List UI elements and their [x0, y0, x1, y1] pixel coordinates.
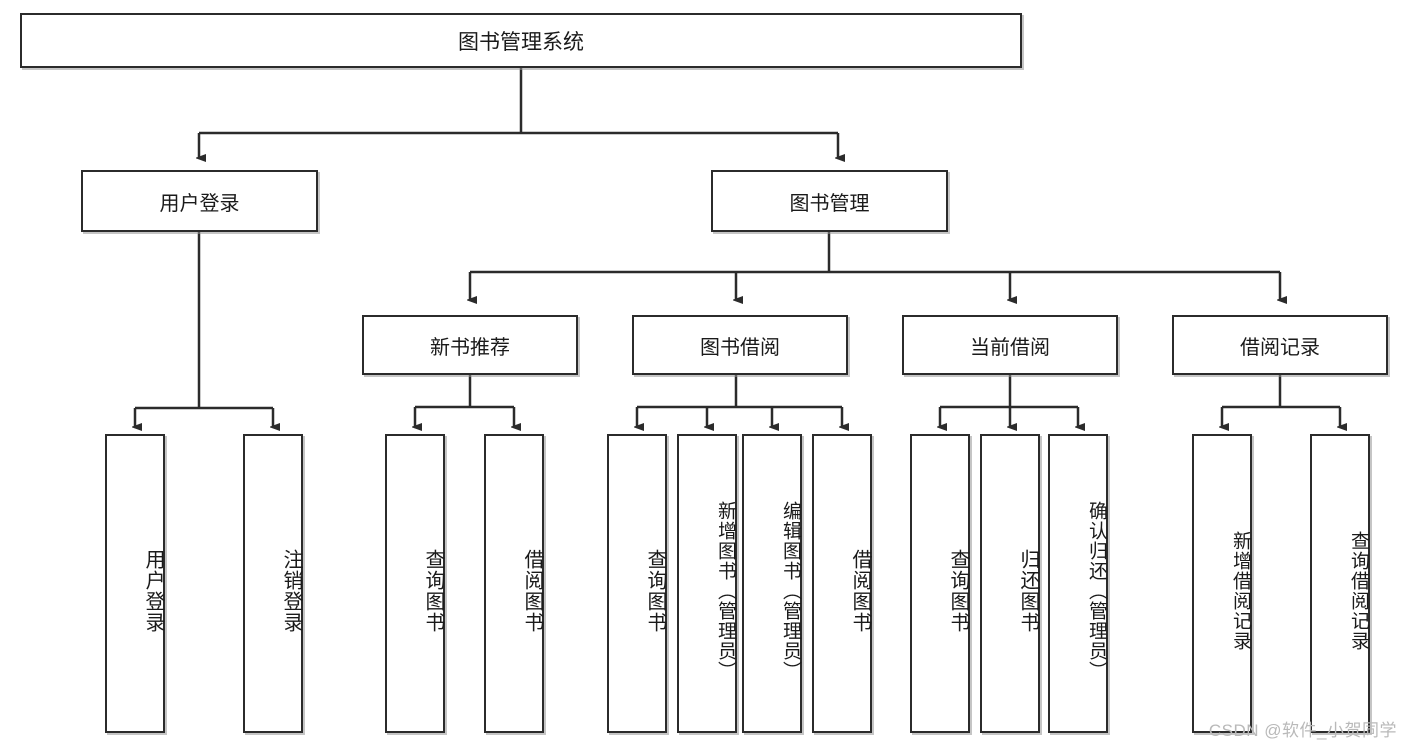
- leaf-edit-book[interactable]: 编辑图书（管理员）: [742, 434, 802, 733]
- node-new-book-recommend[interactable]: 新书推荐: [362, 315, 578, 375]
- node-user-login[interactable]: 用户登录: [81, 170, 318, 232]
- node-current-borrow[interactable]: 当前借阅: [902, 315, 1118, 375]
- node-book-borrow-label: 图书借阅: [700, 336, 780, 359]
- leaf-query-book-2-label: 查询图书: [644, 548, 666, 633]
- node-book-management[interactable]: 图书管理: [711, 170, 948, 232]
- leaf-borrow-book-1[interactable]: 借阅图书: [484, 434, 544, 733]
- leaf-query-book-3-label: 查询图书: [947, 548, 969, 633]
- node-user-login-label: 用户登录: [159, 192, 240, 215]
- leaf-borrow-book-2-label: 借阅图书: [849, 548, 871, 633]
- leaf-edit-book-label: 编辑图书（管理员）: [780, 500, 801, 681]
- leaf-borrow-book-1-label: 借阅图书: [521, 548, 543, 633]
- node-borrow-record[interactable]: 借阅记录: [1172, 315, 1388, 375]
- leaf-query-record-label: 查询借阅记录: [1348, 530, 1369, 651]
- leaf-confirm-return[interactable]: 确认归还（管理员）: [1048, 434, 1108, 733]
- leaf-user-login[interactable]: 用户登录: [105, 434, 165, 733]
- leaf-add-book[interactable]: 新增图书（管理员）: [677, 434, 737, 733]
- node-book-borrow[interactable]: 图书借阅: [632, 315, 848, 375]
- leaf-query-book-3[interactable]: 查询图书: [910, 434, 970, 733]
- node-new-book-recommend-label: 新书推荐: [430, 336, 510, 359]
- watermark: CSDN @软件_小贺同学: [1208, 721, 1397, 740]
- leaf-confirm-return-label: 确认归还（管理员）: [1086, 500, 1107, 681]
- leaf-add-book-label: 新增图书（管理员）: [715, 500, 736, 681]
- leaf-logout-login-label: 注销登录: [280, 548, 302, 633]
- node-current-borrow-label: 当前借阅: [970, 336, 1050, 359]
- leaf-return-book[interactable]: 归还图书: [980, 434, 1040, 733]
- leaf-logout-login[interactable]: 注销登录: [243, 434, 303, 733]
- leaf-add-record-label: 新增借阅记录: [1230, 530, 1251, 651]
- leaf-add-record[interactable]: 新增借阅记录: [1192, 434, 1252, 733]
- node-root-label: 图书管理系统: [458, 30, 584, 54]
- node-root[interactable]: 图书管理系统: [20, 13, 1022, 68]
- leaf-borrow-book-2[interactable]: 借阅图书: [812, 434, 872, 733]
- leaf-query-record[interactable]: 查询借阅记录: [1310, 434, 1370, 733]
- node-borrow-record-label: 借阅记录: [1240, 336, 1320, 359]
- leaf-query-book-1[interactable]: 查询图书: [385, 434, 445, 733]
- leaf-user-login-label: 用户登录: [142, 548, 164, 633]
- leaf-query-book-2[interactable]: 查询图书: [607, 434, 667, 733]
- leaf-query-book-1-label: 查询图书: [422, 548, 444, 633]
- leaf-return-book-label: 归还图书: [1017, 548, 1039, 633]
- node-book-management-label: 图书管理: [789, 192, 870, 215]
